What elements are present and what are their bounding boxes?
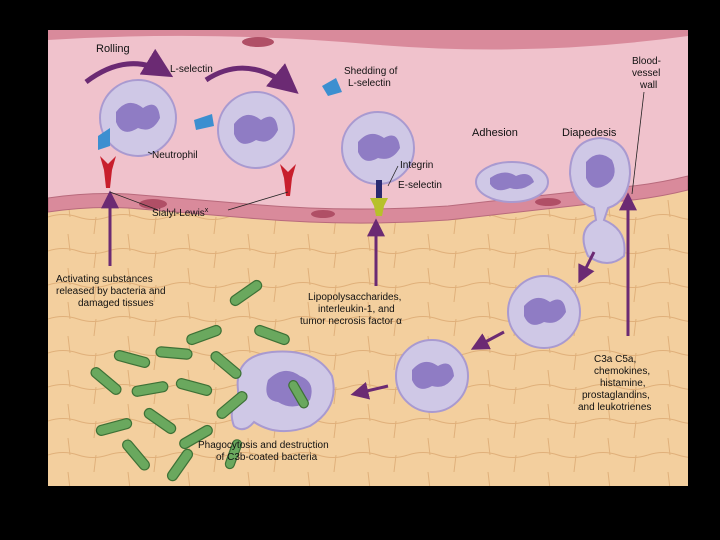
label-blood-vessel-2: vessel xyxy=(632,68,660,79)
label-shedding-2: L-selectin xyxy=(348,78,391,89)
leader-line xyxy=(227,191,289,211)
integrin-marker xyxy=(376,180,382,198)
label-c3a-1: C3a C5a, xyxy=(594,354,636,365)
l-selectin-shed xyxy=(322,78,342,96)
label-activating-2: released by bacteria and xyxy=(56,286,166,297)
l-selectin-marker xyxy=(98,128,110,150)
migration-arrow xyxy=(350,381,389,400)
sialyl-lewis-marker xyxy=(280,164,296,196)
label-integrin: Integrin xyxy=(400,160,433,171)
leader-line xyxy=(631,91,645,195)
label-adhesion: Adhesion xyxy=(472,127,518,139)
label-activating-3: damaged tissues xyxy=(78,298,154,309)
label-phago-2: of C3b-coated bacteria xyxy=(216,452,318,463)
label-blood-vessel-1: Blood- xyxy=(632,56,661,67)
endothelial-nucleus xyxy=(311,210,335,218)
l-selectin-marker xyxy=(194,114,214,130)
neutrophil-tissue-1 xyxy=(507,275,581,349)
label-shedding-1: Shedding of xyxy=(344,66,398,77)
label-lps-2: interleukin-1, and xyxy=(318,304,395,315)
endothelial-nucleus xyxy=(139,199,167,209)
bacteria-cluster xyxy=(90,279,309,482)
label-c3a-4: prostaglandins, xyxy=(582,390,650,401)
neutrophil-shedding xyxy=(341,111,415,185)
label-blood-vessel-3: wall xyxy=(639,80,657,91)
migration-arrow xyxy=(470,330,505,350)
label-l-selectin: L-selectin xyxy=(170,64,213,75)
label-lps-3: tumor necrosis factor α xyxy=(300,316,402,327)
leader-line xyxy=(387,165,399,187)
e-selectin-marker xyxy=(370,198,388,216)
migration-arrow xyxy=(578,251,596,284)
neutrophil-diapedesis xyxy=(568,136,632,264)
label-sialyl-lewis: Sialyl-Lewisx xyxy=(152,207,209,219)
endothelial-nucleus xyxy=(535,198,561,206)
neutrophil-tissue-2 xyxy=(395,339,469,413)
label-neutrophil: Neutrophil xyxy=(152,150,198,161)
neutrophil-phagocytosing xyxy=(230,350,335,433)
label-e-selectin: E-selectin xyxy=(398,180,442,191)
label-c3a-5: and leukotrienes xyxy=(578,402,651,413)
label-activating-1: Activating substances xyxy=(56,274,153,285)
label-lps-1: Lipopolysaccharides, xyxy=(308,292,401,303)
sialyl-lewis-marker xyxy=(100,156,116,188)
vessel-wall-bottom xyxy=(48,175,688,224)
endothelial-nucleus xyxy=(242,37,274,47)
rolling-arrow xyxy=(84,48,174,84)
label-c3a-2: chemokines, xyxy=(594,366,650,377)
leukocyte-extravasation-diagram: Rolling L-selectin Shedding of L-selecti… xyxy=(48,30,688,486)
vessel-wall-top xyxy=(48,30,688,50)
label-diapedesis: Diapedesis xyxy=(562,127,617,139)
rolling-arrow xyxy=(204,63,299,94)
neutrophil-rolling-1 xyxy=(99,79,177,157)
leader-line xyxy=(147,151,153,155)
neutrophil-rolling-2 xyxy=(217,91,295,169)
label-c3a-3: histamine, xyxy=(600,378,646,389)
label-phago-1: Phagocytosis and destruction xyxy=(198,440,329,451)
label-rolling: Rolling xyxy=(96,43,130,55)
neutrophil-adhesion xyxy=(475,161,549,203)
leader-line xyxy=(109,191,159,211)
